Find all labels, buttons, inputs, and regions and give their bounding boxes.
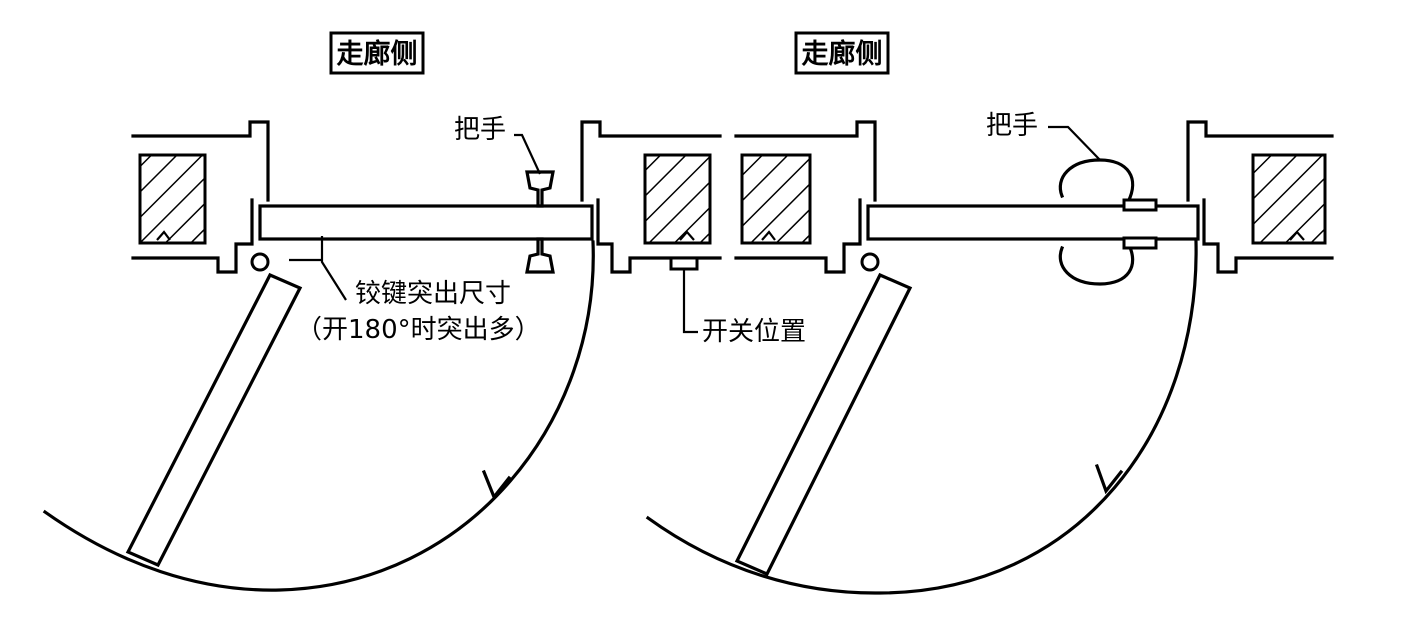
left-wall-left [131, 120, 270, 274]
right-hinge-pivot [860, 252, 880, 272]
right-door-leaf-open [734, 272, 913, 577]
left-lever-handle-icon [525, 170, 555, 274]
left-hinge-pivot [250, 252, 270, 272]
left-door-leaf-closed [258, 204, 594, 241]
left-corridor-label: 走廊侧 [337, 38, 418, 70]
right-corridor-label: 走廊侧 [802, 38, 883, 70]
right-diagram: 走廊侧 [645, 31, 1334, 595]
left-switch-icon [669, 256, 699, 271]
left-handle-label: 把手 [454, 115, 506, 145]
right-corridor-label-box [794, 31, 890, 75]
left-switch-leader [682, 268, 698, 334]
left-hinge-leader [320, 236, 347, 301]
right-handle-leader [1048, 125, 1101, 161]
left-handle-leader [514, 133, 541, 175]
left-diagram: 走廊侧 [42, 31, 806, 592]
right-swing-arrow-icon [1094, 463, 1124, 495]
right-wall-right [1186, 120, 1334, 274]
left-hinge-label-line2: （开180°时突出多） [296, 315, 541, 345]
left-door-leaf-open [125, 272, 303, 568]
left-swing-arc [42, 240, 595, 592]
left-hinge-label-line1: 铰键突出尺寸 [355, 279, 511, 309]
left-corridor-label-box [329, 31, 425, 75]
left-switch-label: 开关位置 [702, 317, 806, 347]
left-wall-right [580, 120, 722, 274]
left-swing-arrow-icon [481, 469, 512, 501]
right-swing-arc [645, 240, 1198, 595]
right-wall-left [734, 120, 877, 274]
right-handle-label: 把手 [986, 111, 1038, 141]
